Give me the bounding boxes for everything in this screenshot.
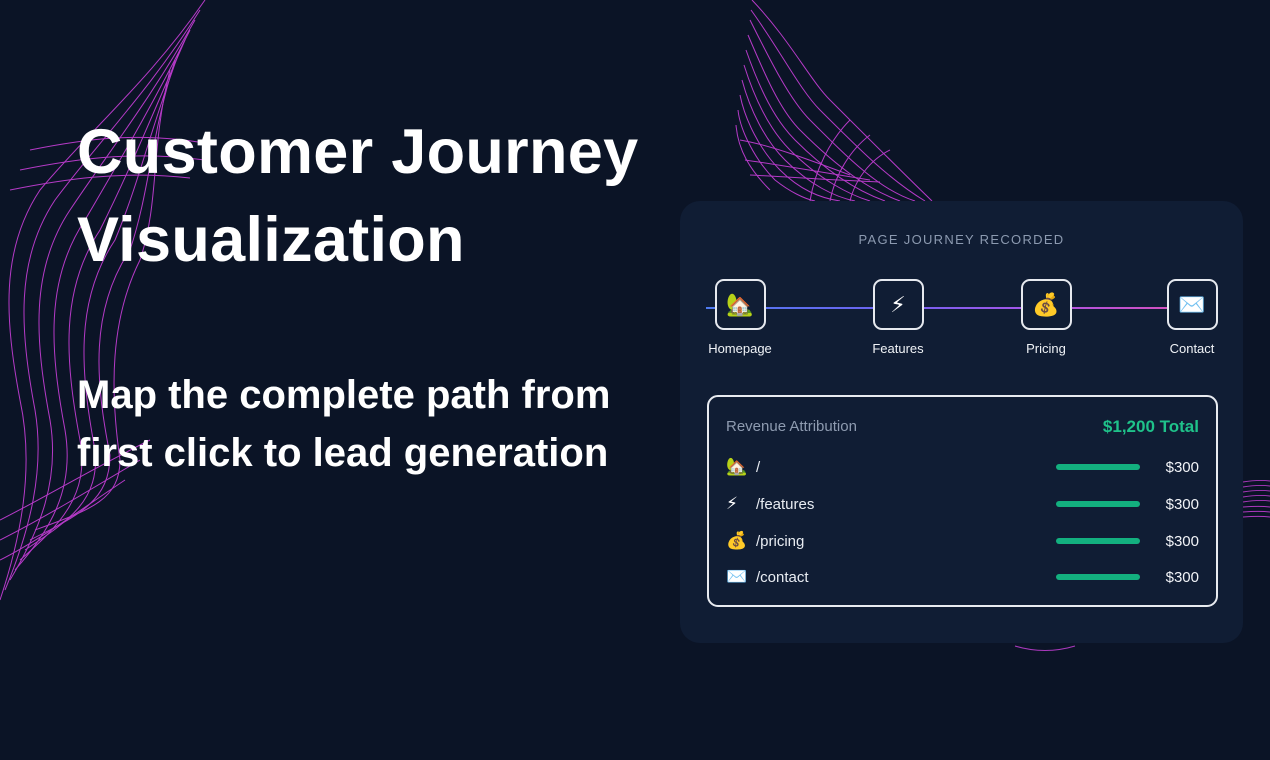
attribution-bar xyxy=(1056,501,1140,507)
attribution-path: / xyxy=(756,458,761,476)
step-label: Features xyxy=(872,341,924,356)
attribution-bar xyxy=(1056,464,1140,470)
journey-step-pricing[interactable]: 💰 Pricing xyxy=(1006,279,1086,356)
envelope-icon: ✉️ xyxy=(1166,279,1218,330)
journey-step-contact[interactable]: ✉️ Contact xyxy=(1152,279,1232,356)
attribution-row: ✉️ /contact $300 xyxy=(726,565,1199,589)
journey-card: PAGE JOURNEY RECORDED 🏡 Homepage ⚡ Featu… xyxy=(680,201,1243,643)
attribution-value: $300 xyxy=(1165,458,1199,476)
attribution-value: $300 xyxy=(1165,532,1199,550)
house-icon: 🏡 xyxy=(726,457,748,476)
house-icon: 🏡 xyxy=(714,279,766,330)
revenue-attribution-title: Revenue Attribution xyxy=(726,418,857,435)
money-bag-icon: 💰 xyxy=(1020,279,1072,330)
hero-title-line-2: Visualization xyxy=(77,205,465,275)
revenue-attribution-panel: Revenue Attribution $1,200 Total 🏡 / $30… xyxy=(707,395,1218,607)
hero-subtitle: Map the complete path from first click t… xyxy=(77,366,697,482)
lightning-icon: ⚡ xyxy=(726,494,738,513)
hero-title: Customer Journey Visualization xyxy=(77,108,638,284)
attribution-row: 🏡 / $300 xyxy=(726,455,1199,479)
journey-step-homepage[interactable]: 🏡 Homepage xyxy=(700,279,780,356)
attribution-value: $300 xyxy=(1165,495,1199,513)
step-label: Contact xyxy=(1169,341,1215,356)
step-label: Homepage xyxy=(708,341,772,356)
journey-timeline: 🏡 Homepage ⚡ Features 💰 Pricing ✉️ Conta… xyxy=(680,279,1243,369)
journey-connector-line xyxy=(706,307,1216,309)
attribution-path: /contact xyxy=(756,568,809,586)
attribution-bar xyxy=(1056,574,1140,580)
attribution-value: $300 xyxy=(1165,568,1199,586)
step-label: Pricing xyxy=(1026,341,1066,356)
hero-subtitle-line-2: first click to lead generation xyxy=(77,431,609,475)
attribution-row: 💰 /pricing $300 xyxy=(726,529,1199,553)
money-bag-icon: 💰 xyxy=(726,531,748,550)
attribution-bar xyxy=(1056,538,1140,544)
hero-title-line-1: Customer Journey xyxy=(77,117,639,187)
hero-subtitle-line-1: Map the complete path from xyxy=(77,373,611,417)
attribution-row: ⚡ /features $300 xyxy=(726,492,1199,516)
attribution-path: /features xyxy=(756,495,815,513)
journey-step-features[interactable]: ⚡ Features xyxy=(858,279,938,356)
attribution-path: /pricing xyxy=(756,532,805,550)
lightning-icon: ⚡ xyxy=(872,279,924,330)
card-heading: PAGE JOURNEY RECORDED xyxy=(858,232,1065,247)
envelope-icon: ✉️ xyxy=(726,567,748,586)
revenue-total: $1,200 Total xyxy=(1102,417,1199,436)
